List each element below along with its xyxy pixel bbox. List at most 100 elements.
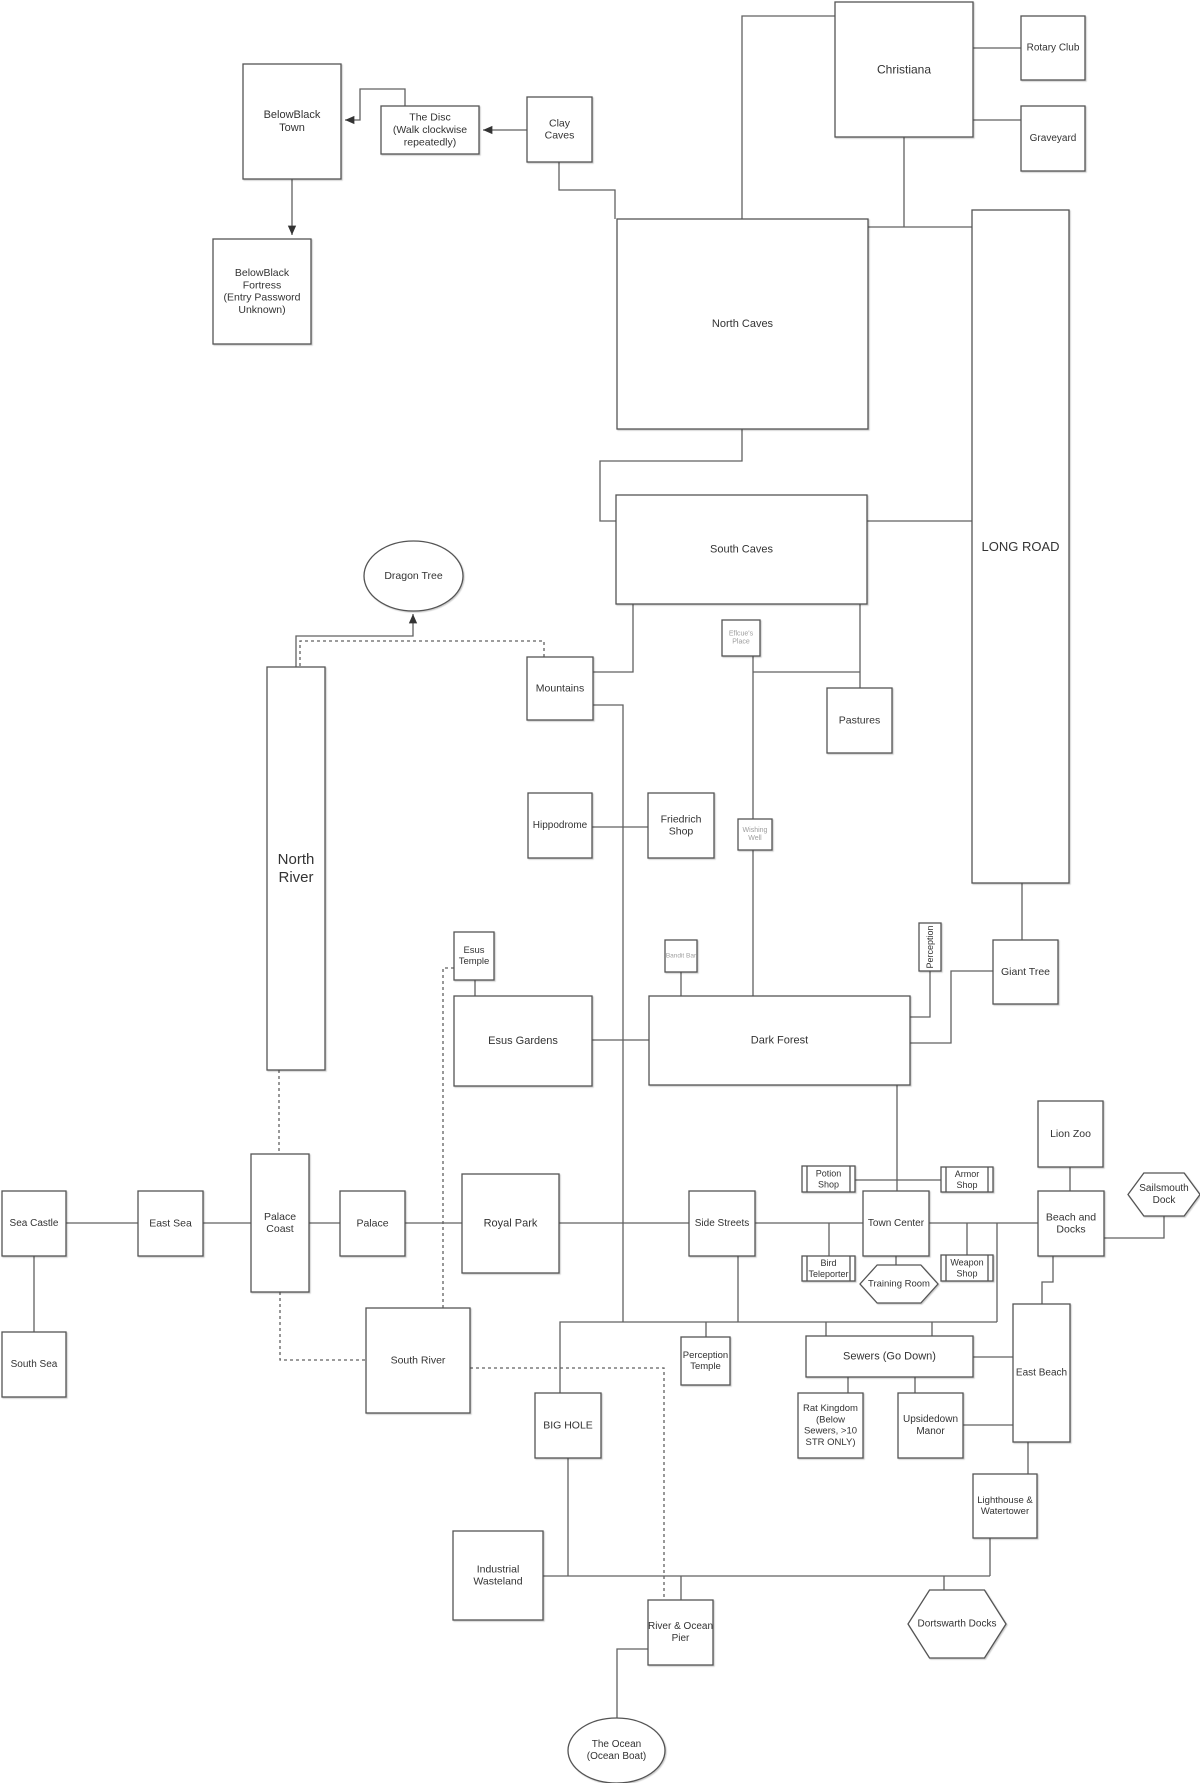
node-bandit-bar: Bandit Bar <box>664 939 698 973</box>
node-town-center: Town Center <box>862 1190 930 1257</box>
node-label-mountains: Mountains <box>536 683 584 695</box>
edge-pier-to-ocean <box>616 1648 648 1718</box>
node-training-room: Training Room <box>859 1264 939 1304</box>
node-north-caves: North Caves <box>616 218 869 430</box>
node-christiana: Christiana <box>834 1 974 138</box>
node-label-palace: Palace <box>356 1218 388 1230</box>
edge-palace-coast-to-south-river-dashed <box>279 1292 366 1361</box>
node-big-hole: BIG HOLE <box>534 1392 602 1459</box>
node-label-lion-zoo: Lion Zoo <box>1050 1128 1091 1140</box>
node-label-big-hole: BIG HOLE <box>543 1420 593 1432</box>
node-pastures: Pastures <box>826 687 893 754</box>
node-rotary-club: Rotary Club <box>1020 15 1086 81</box>
node-label-south-river: South River <box>391 1355 446 1367</box>
node-label-lighthouse-watertower: Lighthouse &Watertower <box>977 1495 1033 1517</box>
node-label-christiana: Christiana <box>877 63 931 77</box>
node-label-south-caves: South Caves <box>710 544 773 556</box>
node-graveyard: Graveyard <box>1020 105 1086 172</box>
node-palace: Palace <box>339 1190 406 1257</box>
node-label-esus-gardens: Esus Gardens <box>488 1035 558 1047</box>
node-label-sewers: Sewers (Go Down) <box>843 1351 936 1363</box>
edge-esus-temple-to-south-river-dashed <box>442 967 454 1308</box>
node-giant-tree: Giant Tree <box>992 939 1059 1005</box>
edge-christiana-to-north-caves <box>741 15 835 219</box>
node-south-caves: South Caves <box>615 494 868 605</box>
node-lion-zoo: Lion Zoo <box>1037 1100 1104 1168</box>
edge-disc-to-belowblack-town <box>345 88 406 125</box>
node-label-long-road: LONG ROAD <box>981 539 1059 554</box>
node-label-north-caves: North Caves <box>712 318 774 330</box>
node-east-sea: East Sea <box>137 1190 204 1257</box>
node-label-perception: Perception <box>925 925 935 968</box>
edge-street-line <box>559 1321 997 1393</box>
node-label-the-ocean: The Ocean(Ocean Boat) <box>587 1739 646 1762</box>
node-sea-castle: Sea Castle <box>1 1190 67 1257</box>
edge-north-river-to-dragon-tree <box>295 614 418 667</box>
node-label-dragon-tree: Dragon Tree <box>384 570 443 582</box>
node-label-bandit-bar: Bandit Bar <box>666 953 697 960</box>
node-long-road: LONG ROAD <box>971 209 1070 884</box>
node-dortswarth-docks: Dortswarth Docks <box>907 1589 1007 1659</box>
node-label-east-beach: East Beach <box>1016 1368 1067 1379</box>
node-label-sea-castle: Sea Castle <box>10 1218 59 1229</box>
node-label-rotary-club: Rotary Club <box>1027 43 1080 54</box>
edge-south-caves-to-mountains <box>593 604 634 673</box>
node-south-river: South River <box>365 1307 471 1414</box>
node-perception: Perception <box>918 922 942 972</box>
node-label-graveyard: Graveyard <box>1030 133 1077 144</box>
node-label-south-sea: South Sea <box>11 1359 58 1370</box>
node-sewers: Sewers (Go Down) <box>805 1335 974 1378</box>
edge-mountains-down-to-street <box>593 704 624 1322</box>
node-label-royal-park: Royal Park <box>484 1218 538 1230</box>
node-label-side-streets: Side Streets <box>695 1218 749 1229</box>
node-south-sea: South Sea <box>1 1331 67 1398</box>
node-dark-forest: Dark Forest <box>648 995 911 1086</box>
node-the-ocean: The Ocean(Ocean Boat) <box>567 1717 666 1783</box>
node-label-dark-forest: Dark Forest <box>751 1035 808 1047</box>
node-label-giant-tree: Giant Tree <box>1001 966 1050 978</box>
node-mountains: Mountains <box>526 656 594 721</box>
node-side-streets: Side Streets <box>688 1190 756 1257</box>
node-label-training-room: Training Room <box>868 1279 930 1290</box>
edge-perception-to-dark-forest <box>910 971 931 1018</box>
edge-clay-caves-to-north-caves <box>558 162 616 219</box>
node-dragon-tree: Dragon Tree <box>363 540 464 612</box>
